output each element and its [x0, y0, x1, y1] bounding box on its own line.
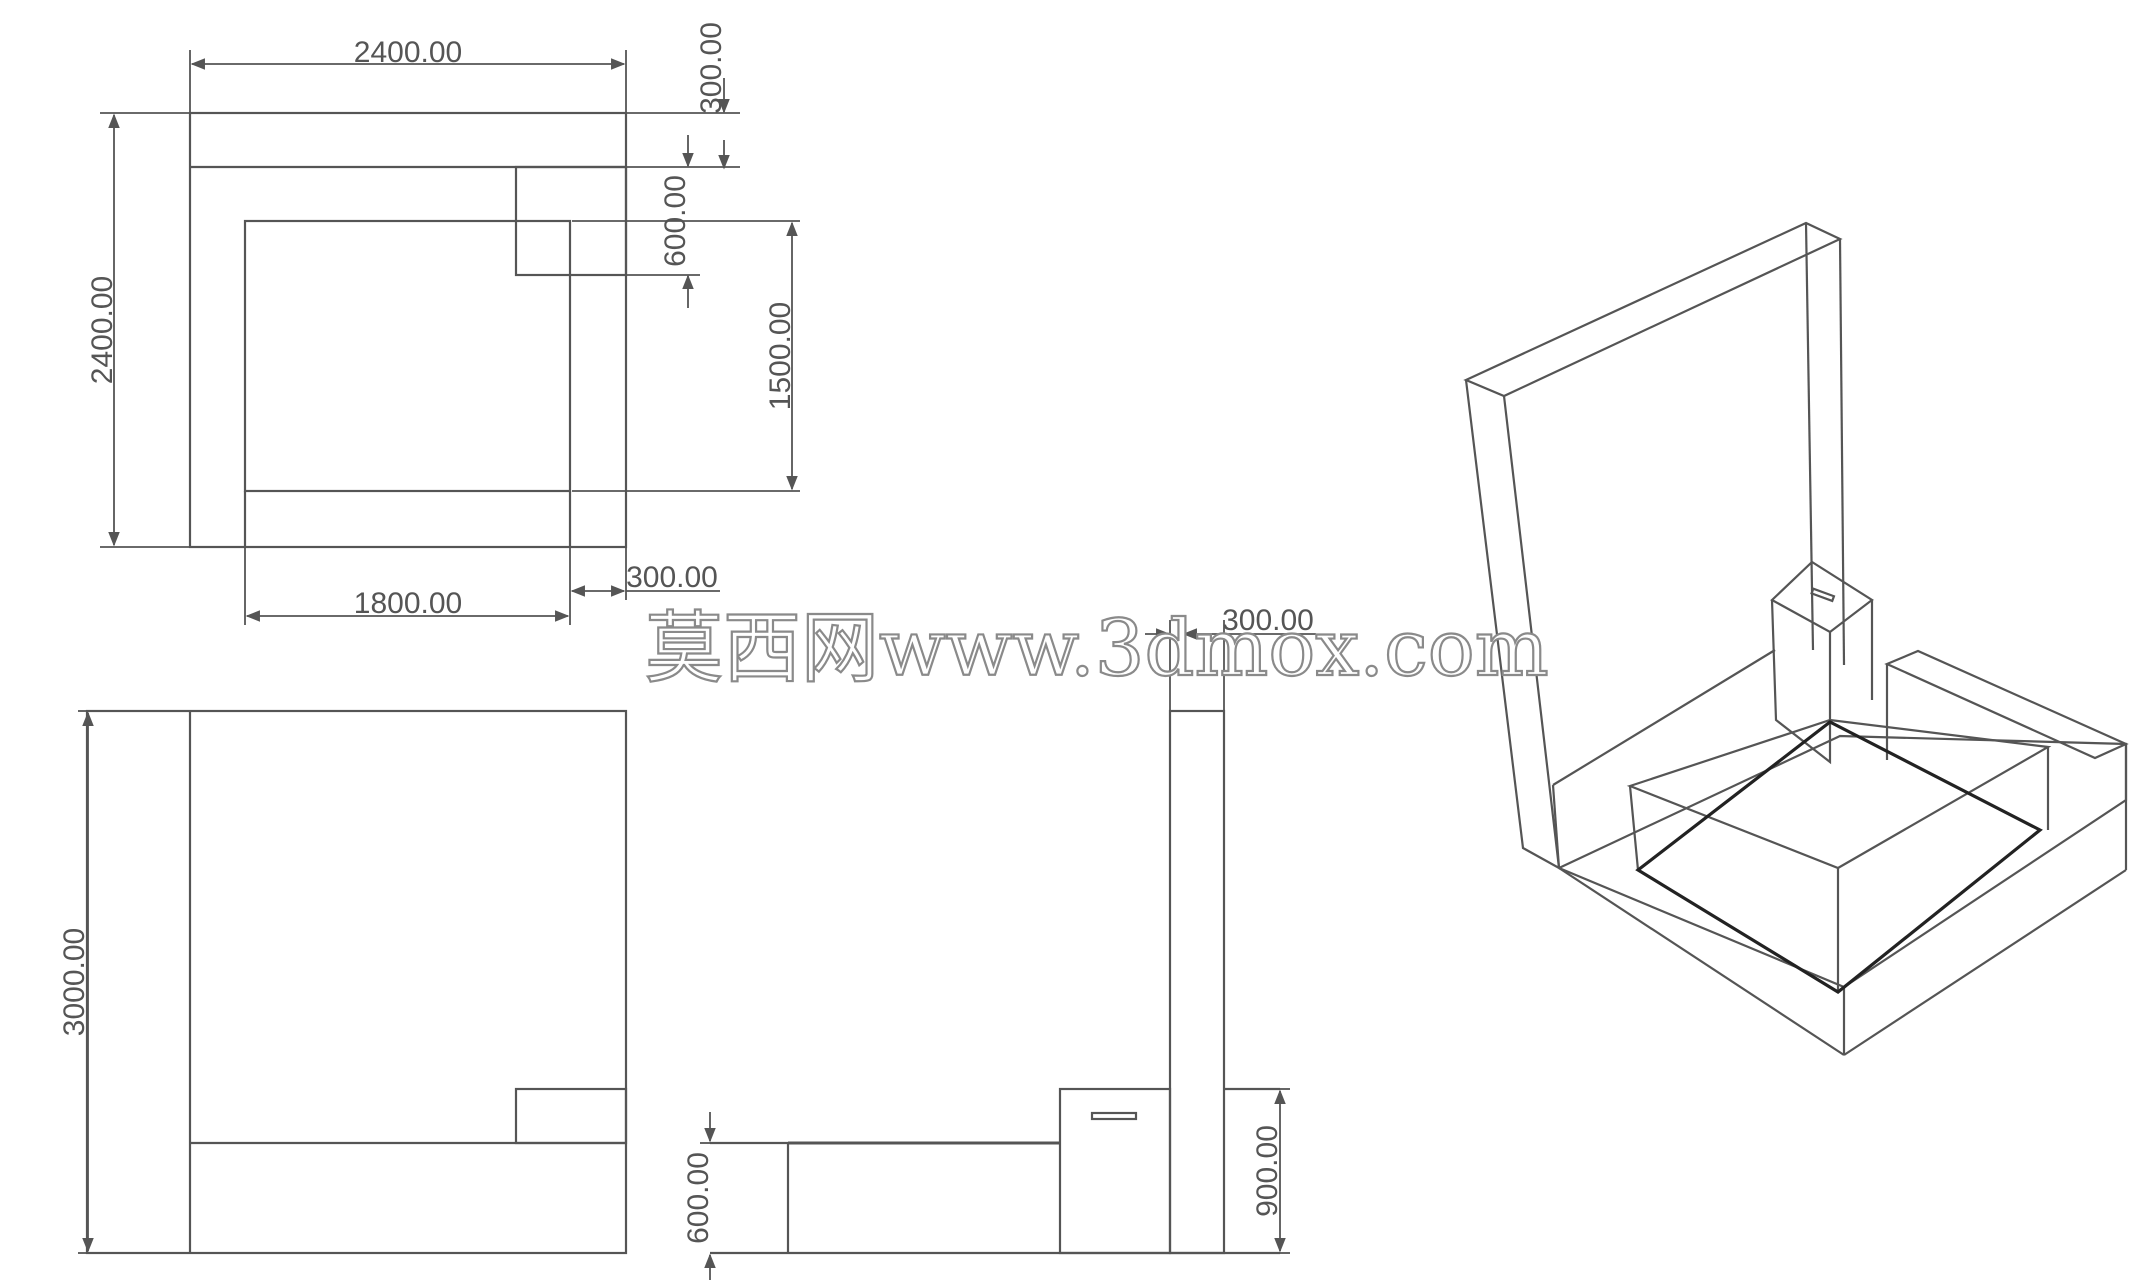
iso-headboard-back-edge: [1804, 222, 1815, 651]
front-elevation: 3000.00: [58, 709, 628, 1255]
front-elevation-outline: [85, 709, 628, 1255]
plan-bottom-dim-label: 1800.00: [354, 587, 462, 620]
iso-base-front-edge: [1843, 869, 2127, 1056]
iso-mattress-outline: [1635, 720, 2043, 994]
iso-base-inner-edge: [1552, 649, 1776, 786]
side-elevation: 300.00 600.00 900.00: [682, 604, 1316, 1280]
side-box-dim-label: 900.00: [1251, 1125, 1284, 1217]
plan-view: 2400.00 2400.00 300.00 600.00 1500.00 18…: [86, 22, 800, 625]
front-height-dim-label: 3000.00: [58, 928, 91, 1036]
iso-bed-top: [1626, 718, 2052, 870]
iso-headboard-top: [1463, 221, 1843, 398]
side-elevation-drawer-handle: [1090, 1111, 1138, 1121]
plan-right-long-dim-label: 1500.00: [764, 302, 797, 410]
front-elevation-nightstand: [514, 1087, 628, 1145]
iso-nightstand-left: [1770, 599, 1832, 765]
plan-bottom-gap-dim-label: 300.00: [626, 561, 718, 594]
iso-headboard-side: [1464, 379, 1561, 871]
plan-top-dim-label: 2400.00: [354, 36, 462, 69]
watermark-text: 莫西网www.3dmox.com: [645, 604, 1549, 694]
iso-base-inner-corner: [1551, 784, 1561, 869]
iso-base-platform: [1558, 734, 2128, 989]
side-elevation-headboard: [1168, 709, 1226, 1255]
side-low-dim-label: 600.00: [682, 1152, 715, 1244]
iso-bed-left-edge: [1628, 785, 1640, 871]
iso-headboard-front-edge: [1838, 238, 1846, 666]
isometric-view: [1463, 221, 2129, 1056]
iso-nightstand-handle: [1810, 587, 1836, 603]
plan-outer-outline: [188, 111, 628, 549]
plan-left-dim-label: 2400.00: [86, 276, 119, 384]
plan-right-top-dim-label: 300.00: [695, 22, 728, 114]
iso-side-shelf-top: [1884, 649, 2129, 760]
plan-bed-outline: [243, 219, 572, 493]
iso-base-left-edge: [1558, 867, 1845, 1056]
side-top-dim-label: 300.00: [1222, 604, 1314, 637]
